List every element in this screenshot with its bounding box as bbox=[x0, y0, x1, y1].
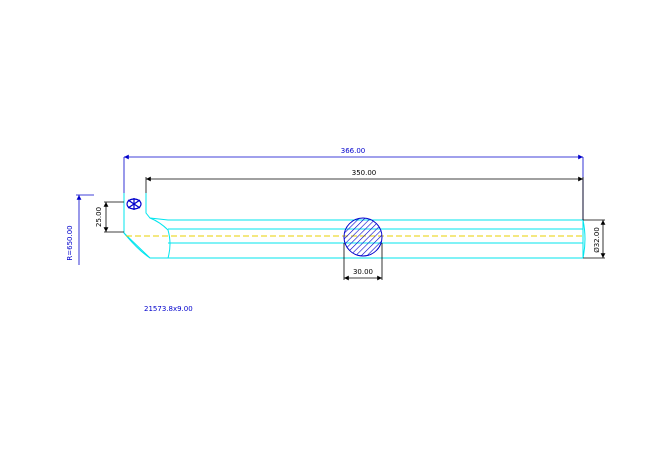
diameter-label: Ø32.00 bbox=[593, 227, 601, 253]
inner-length-dimension: 350.00 bbox=[145, 169, 584, 220]
section-width-dimension: 30.00 bbox=[343, 243, 383, 281]
section-width-label: 30.00 bbox=[353, 268, 373, 276]
end-height-label: 25.00 bbox=[95, 207, 103, 227]
inner-length-label: 350.00 bbox=[352, 169, 377, 177]
part-number-label: 21573.8x9.00 bbox=[144, 305, 193, 313]
bend-radius-label: R=650.00 bbox=[66, 225, 74, 260]
diameter-dimension: Ø32.00 bbox=[583, 219, 606, 259]
bend-radius-dimension: R=650.00 bbox=[66, 194, 94, 265]
overall-length-dimension: 366.00 bbox=[123, 147, 584, 220]
cross-section-hatch bbox=[343, 217, 383, 257]
overall-length-label: 366.00 bbox=[341, 147, 366, 155]
end-height-dimension: 25.00 bbox=[95, 201, 124, 233]
weld-mark bbox=[126, 198, 142, 210]
